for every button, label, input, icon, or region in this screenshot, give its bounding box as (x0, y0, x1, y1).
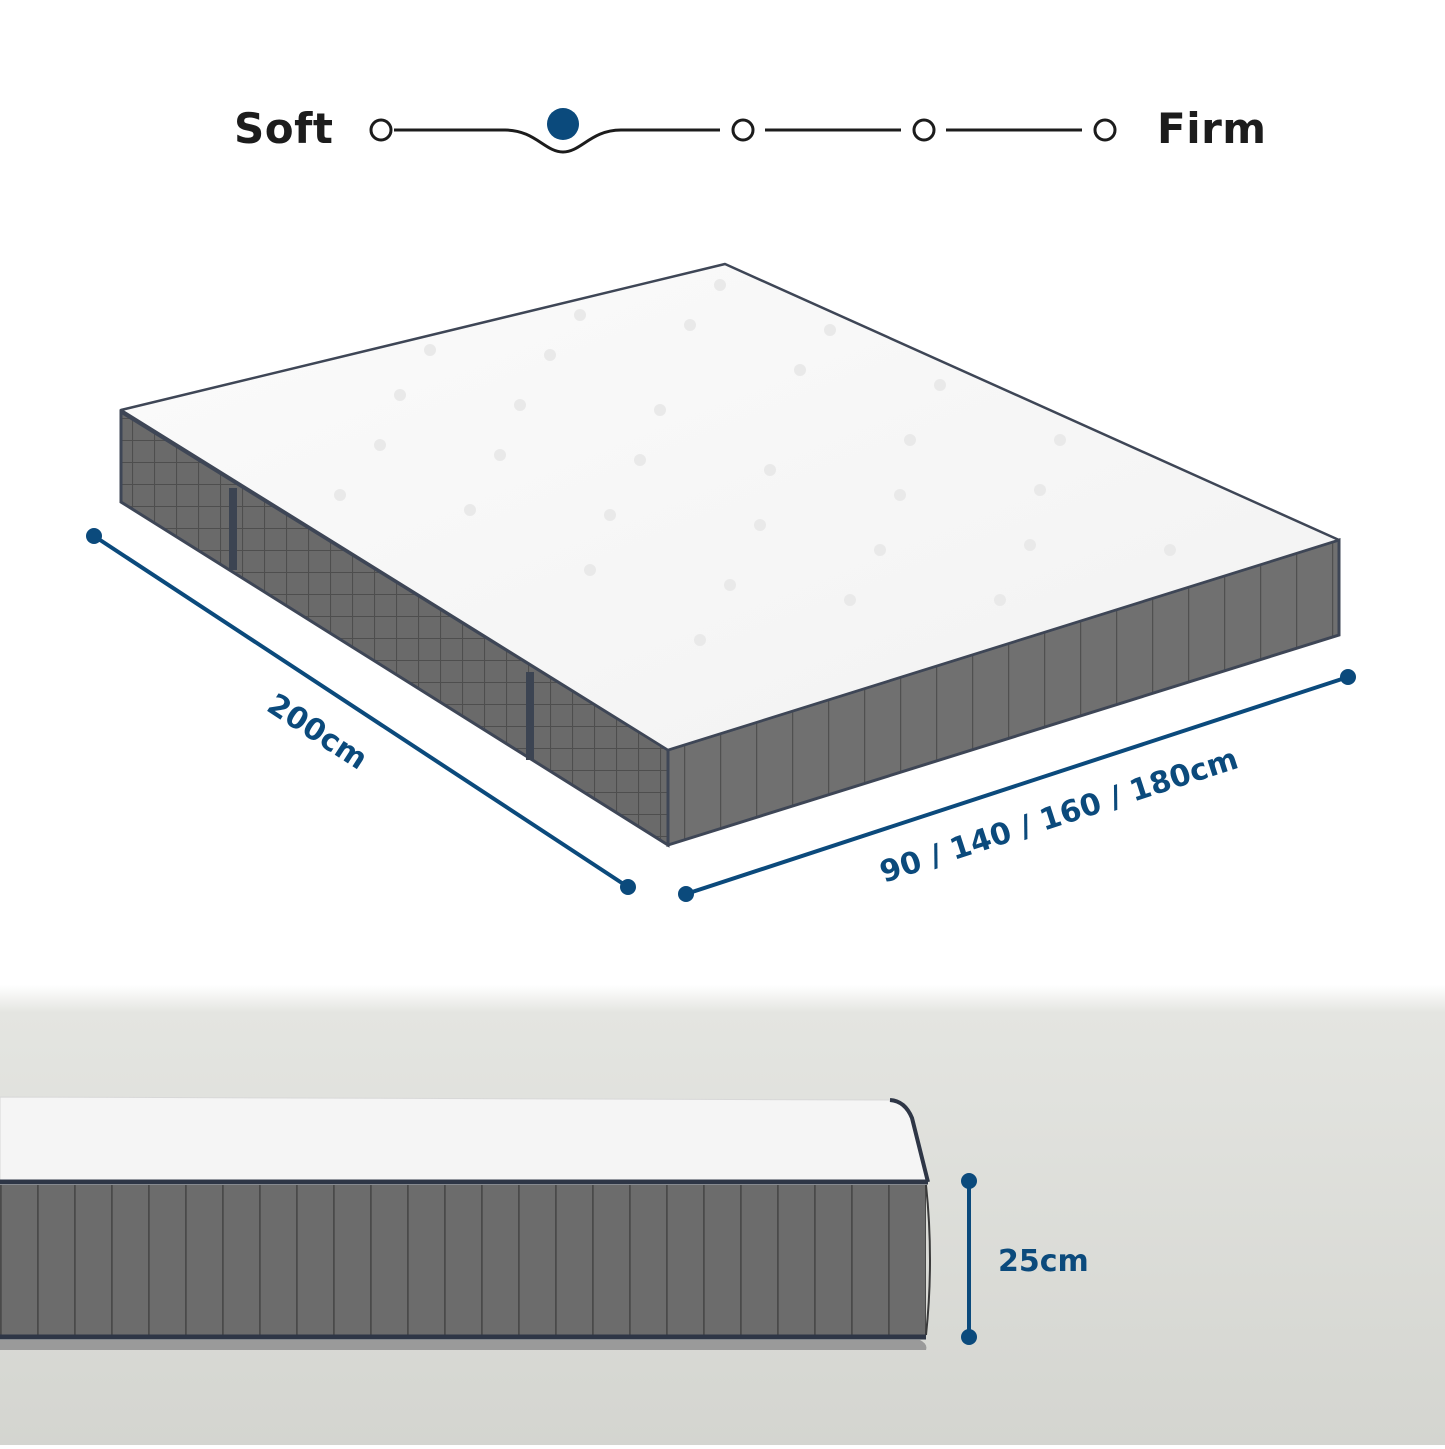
soft-label: Soft (234, 104, 334, 153)
firmness-scale (369, 108, 1117, 154)
height-label: 25cm (998, 1244, 1089, 1279)
firmness-dot-4 (912, 118, 936, 142)
height-dimension: 25cm (961, 1173, 1089, 1345)
mattress-side-profile (0, 1096, 931, 1350)
quilt-dots (334, 279, 1176, 646)
firmness-dot-5 (1093, 118, 1117, 142)
firmness-dot-3 (731, 118, 755, 142)
profile-side (0, 1185, 926, 1335)
firm-label: Firm (1157, 104, 1267, 153)
mattress-front-side (668, 540, 1339, 845)
mattress-top (119, 262, 1341, 752)
mattress-3d (119, 262, 1341, 848)
length-label: 200cm (261, 687, 374, 777)
profile-top (0, 1096, 929, 1183)
firmness-dot-selected (547, 108, 579, 140)
firmness-line (394, 128, 1082, 154)
firmness-dot-1 (369, 118, 393, 142)
